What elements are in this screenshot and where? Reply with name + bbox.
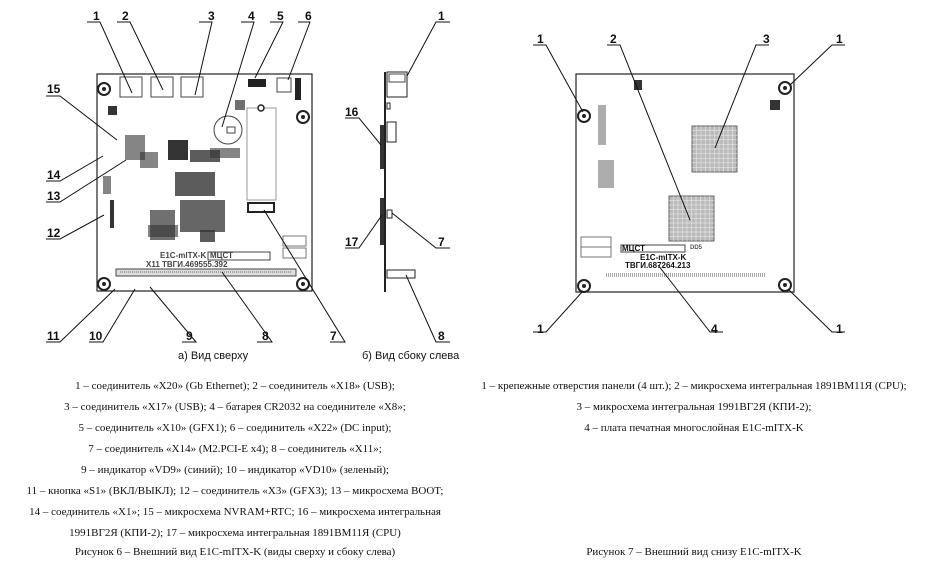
side-callout-7: 7 [438,235,445,249]
side-view-label: б) Вид сбоку слева [362,350,460,362]
side-view-board [380,71,416,292]
top-view-board [96,73,313,292]
fig7-callout-2: 2 [610,32,617,46]
dc-input-connector [276,77,292,93]
legend-line: 9 – индикатор «VD9» (синий); 10 – индика… [81,464,389,476]
board-maker-top: МЦСТ [210,251,233,260]
legend-line: 1 – соединитель «X20» (Gb Ethernet); 2 –… [75,380,395,392]
board-name-bottom: E1C-mITX-K [640,253,687,262]
side-callout-17: 17 [345,235,359,249]
cpu-chip-side [380,198,384,245]
legend-line: 3 – микросхема интегральная 1991ВГ2Я (КП… [576,401,812,413]
side-callout-8: 8 [438,329,445,343]
callout-9: 9 [186,329,193,343]
fig7-callout-1d: 1 [836,322,843,336]
bottom-view-board [575,73,795,293]
callout-5: 5 [277,9,284,23]
connector-label-x11: X11 [146,260,160,269]
figure6-caption: Рисунок 6 – Внешний вид E1C-mITX-K (виды… [74,546,396,558]
legend-line: 1991ВГ2Я (КПИ-2); 17 – микросхема интегр… [69,527,401,539]
m2-connector [247,202,275,213]
legend-line: 14 – соединитель «X1»; 15 – микросхема N… [29,506,441,518]
kpi2-chip-side [380,125,384,169]
callout-3: 3 [208,9,215,23]
board-code-bottom: ТВГИ.687264.213 [625,261,691,270]
board-code-top: ТВГИ.469555.392 [162,260,228,269]
usb-connector-x17 [180,76,204,98]
legend-line: 3 – соединитель «X17» (USB); 4 – батарея… [64,401,406,413]
legend-line: 4 – плата печатная многослойная E1C-mITX… [584,422,804,434]
callout-15: 15 [47,82,61,96]
legend-line: 5 – соединитель «X10» (GFX1); 6 – соедин… [78,422,392,434]
side-callout-16: 16 [345,105,359,119]
callout-14: 14 [47,168,61,182]
callout-4: 4 [248,9,255,23]
callout-1: 1 [93,9,100,23]
legend-line: 11 – кнопка «S1» (ВКЛ/ВЫКЛ); 12 – соедин… [26,485,444,497]
fig7-callout-1a: 1 [537,32,544,46]
figure7-caption: Рисунок 7 – Внешний вид снизу E1C-mITX-K [586,546,802,558]
fig7-callout-1c: 1 [537,322,544,336]
callout-6: 6 [305,9,312,23]
fig7-callout-1b: 1 [836,32,843,46]
leader-lines [46,21,845,343]
fig7-callout-3: 3 [763,32,770,46]
board-maker-bottom: МЦСТ [622,244,645,253]
callout-10: 10 [89,329,103,343]
top-view-label: а) Вид сверху [178,350,249,362]
callout-12: 12 [47,226,61,240]
callout-11: 11 [47,329,60,343]
callout-8: 8 [262,329,269,343]
legend-line: 7 – соединитель «X14» (M2.PCI-E x4); 8 –… [88,443,382,455]
side-callout-1: 1 [438,9,445,23]
board-name-top: E1C-mITX-K [160,251,207,260]
legend-line: 1 – крепежные отверстия панели (4 шт.); … [481,380,907,392]
callout-2: 2 [122,9,129,23]
fig7-callout-4: 4 [711,322,718,336]
callout-7: 7 [330,329,337,343]
callout-13: 13 [47,189,61,203]
chip-label-dd5: DD5 [690,245,703,251]
ethernet-connector [119,76,143,98]
gfx1-connector [248,79,266,87]
